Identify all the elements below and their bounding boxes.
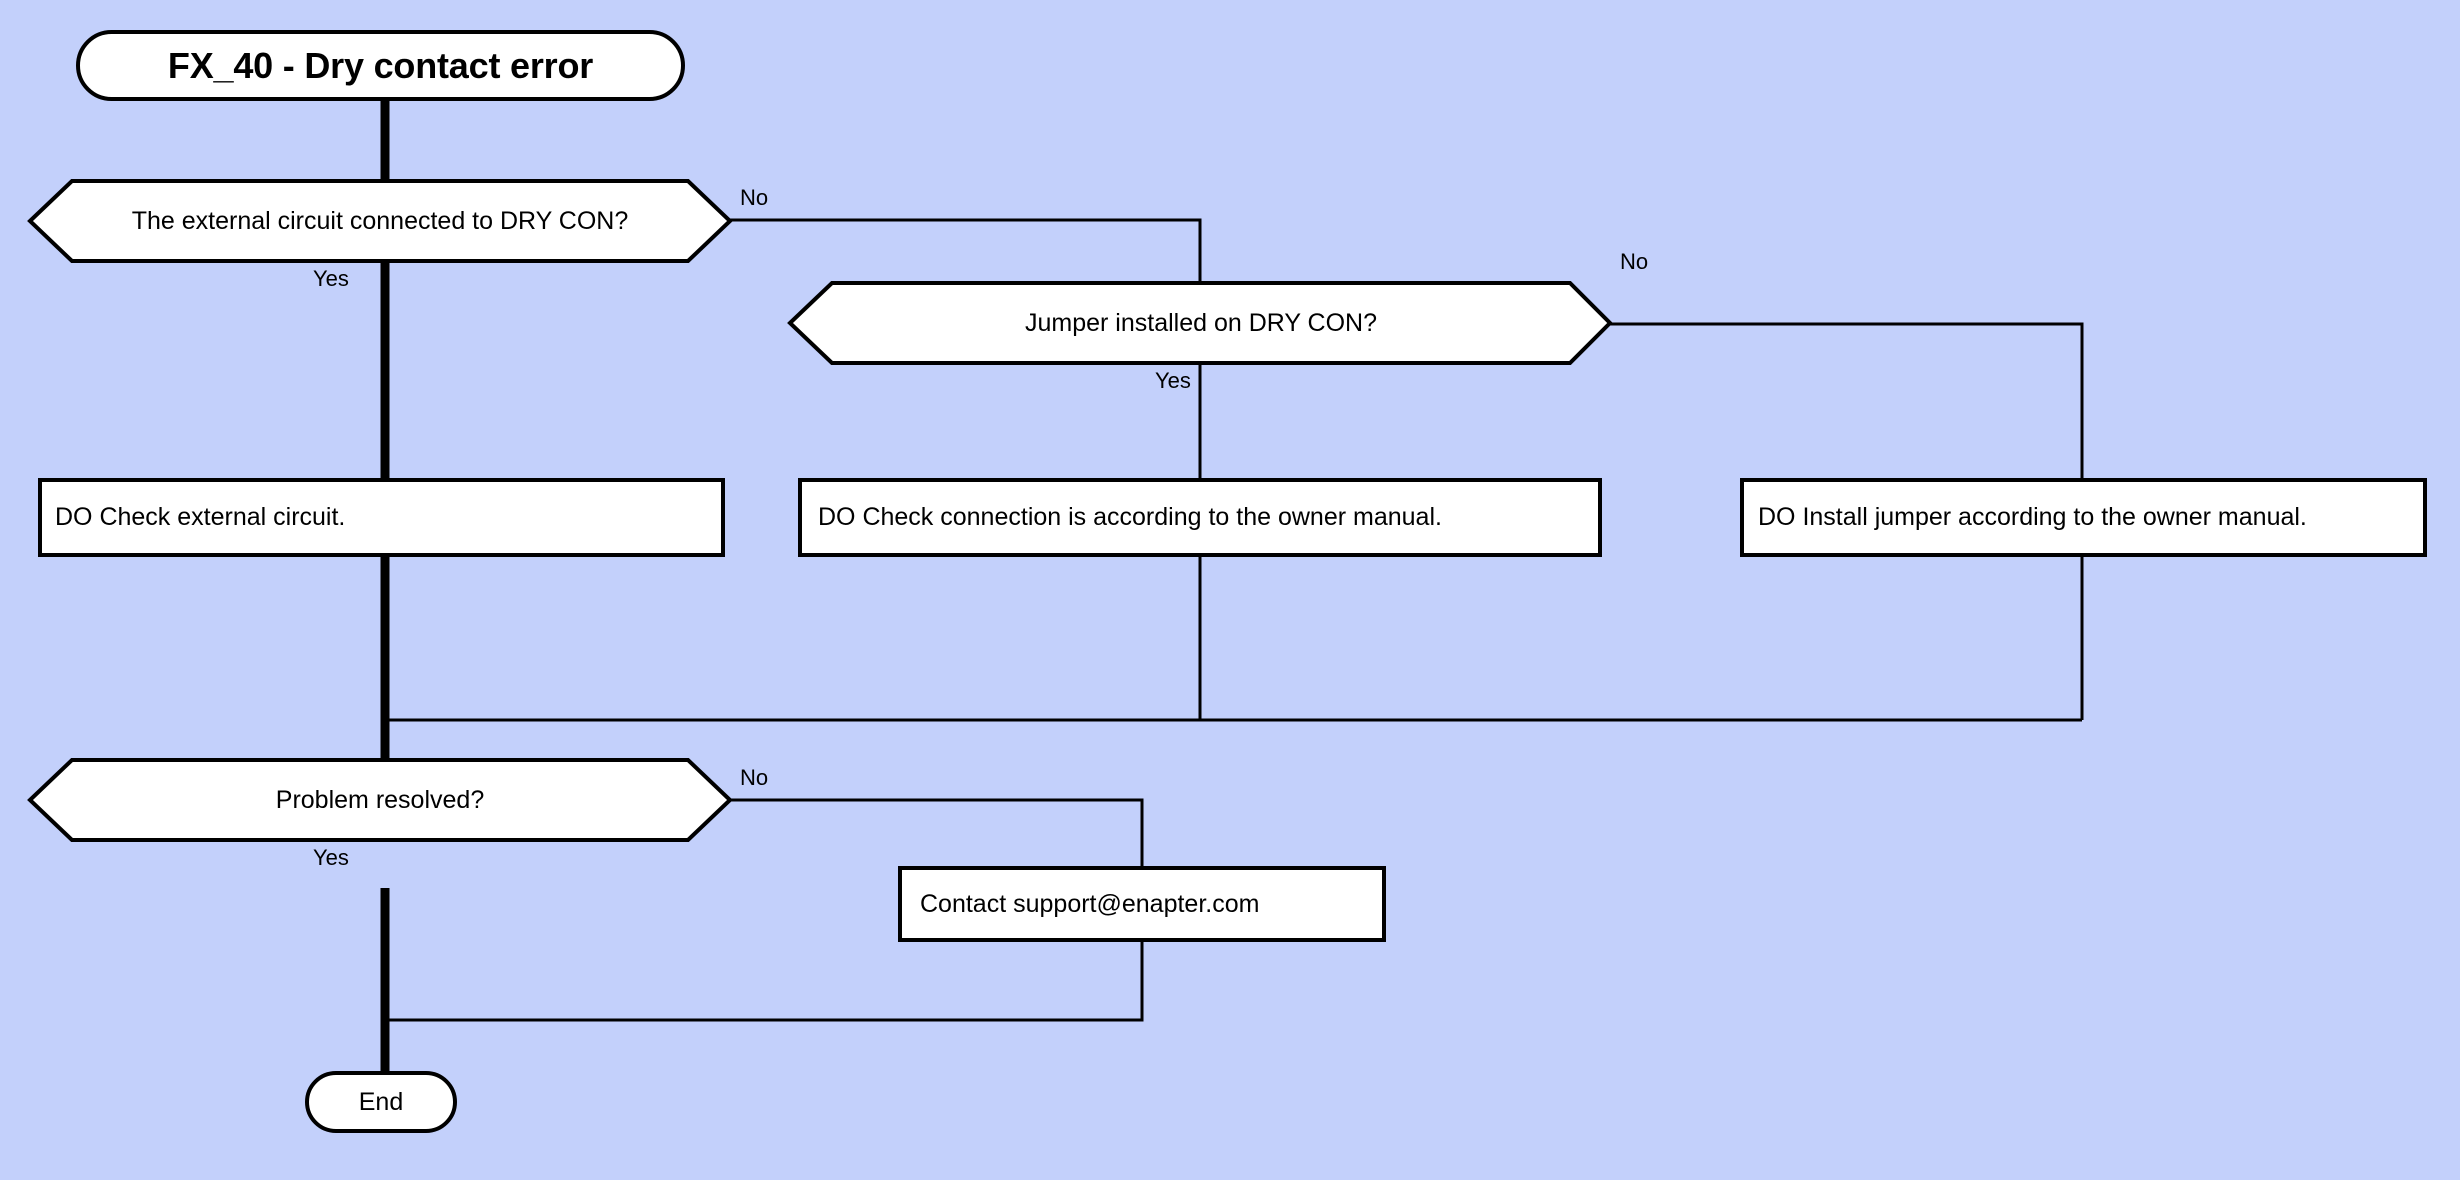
edge-jumper-no [1610,322,2084,720]
edge-external-no [730,218,1202,286]
edge-resolved-no [730,798,1144,868]
node-decision-problem-resolved-shape[interactable] [27,758,733,842]
node-end-shape[interactable] [305,1071,457,1133]
node-decision-jumper-shape[interactable] [787,281,1613,365]
node-start-shape[interactable] [76,30,685,101]
node-action-contact-support-shape[interactable] [898,866,1386,942]
edge-support-back-to-spine [385,940,1144,1022]
node-action-install-jumper-shape[interactable] [1740,478,2427,557]
node-action-check-external-shape[interactable] [38,478,725,557]
node-action-check-connection-shape[interactable] [798,478,1602,557]
node-decision-external-circuit-shape[interactable] [27,179,733,263]
